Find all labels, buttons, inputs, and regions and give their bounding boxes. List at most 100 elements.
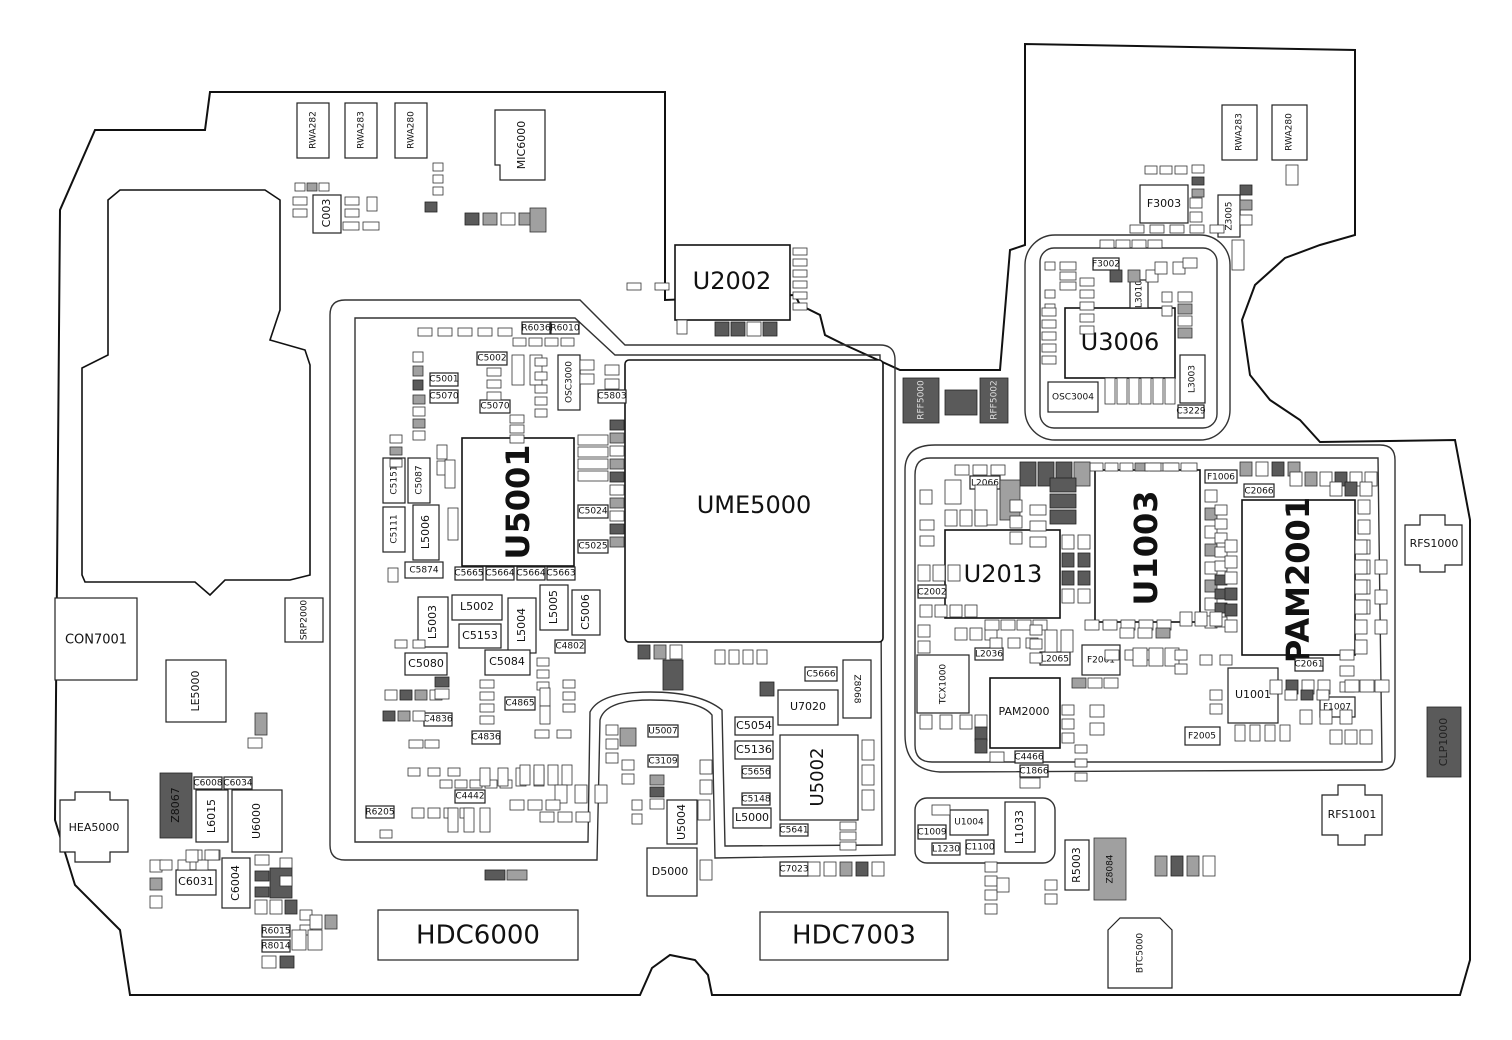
smd-part [1116, 377, 1128, 405]
smd-part [408, 739, 424, 749]
c5664-label: C5664 [485, 569, 514, 579]
smd-part [519, 764, 531, 786]
f3003 [1139, 184, 1189, 224]
smd-part [447, 507, 459, 541]
smd-part [619, 727, 637, 747]
smd-part [536, 657, 550, 667]
smd-part [984, 619, 1000, 631]
c2066 [1243, 483, 1275, 498]
f3002 [1092, 257, 1120, 271]
smd-part [1144, 462, 1162, 472]
smd-part [412, 710, 426, 722]
smd-part [807, 861, 821, 877]
smd-part [284, 899, 298, 915]
smd-part [699, 859, 713, 881]
smd-part [497, 327, 513, 337]
u7020-label: U7020 [790, 700, 826, 713]
smd-part [1374, 679, 1390, 693]
smd-part [1264, 724, 1276, 742]
rff5002 [979, 377, 1009, 424]
smd-part [1319, 709, 1333, 725]
smd-part [1224, 539, 1238, 553]
smd-part [1186, 855, 1200, 877]
smd-part [509, 414, 525, 424]
smd-part [324, 914, 338, 930]
rwa283-right [1221, 104, 1258, 161]
smd-part [534, 729, 550, 739]
smd-part [974, 738, 988, 754]
smd-part [577, 470, 609, 482]
smd-part [1224, 587, 1238, 601]
c6008-label: C6008 [193, 779, 222, 789]
smd-part [861, 764, 875, 786]
smd-part [185, 849, 199, 863]
smd-part [486, 367, 502, 377]
smd-part [984, 875, 998, 887]
c2061 [1294, 657, 1324, 672]
smd-part [306, 182, 318, 192]
smd-part [1177, 303, 1193, 315]
r6010 [550, 321, 580, 335]
smd-part [539, 811, 555, 823]
smd-part [1284, 689, 1298, 701]
smd-part [577, 458, 609, 470]
smd-part [509, 799, 525, 811]
smd-part [1059, 271, 1077, 281]
smd-part [1177, 327, 1193, 339]
c4865-label: C4865 [505, 699, 534, 709]
smd-part [1019, 461, 1037, 487]
c5663a [516, 566, 546, 581]
c5656-label: C5656 [741, 768, 770, 778]
c5070-label: C5070 [429, 392, 458, 402]
smd-part [1354, 559, 1368, 575]
u1001 [1227, 667, 1279, 724]
smd-part [414, 689, 428, 701]
smd-part [609, 419, 625, 431]
c2002-label: C2002 [917, 588, 946, 598]
smd-part [382, 710, 396, 722]
smd-part [279, 875, 293, 887]
smd-part [1161, 305, 1173, 317]
smd-part [1269, 679, 1283, 695]
le5000 [165, 659, 227, 723]
smd-part [464, 212, 480, 226]
rwa280-right-label: RWA280 [1285, 113, 1295, 151]
smd-part [792, 269, 808, 278]
c1866 [1019, 764, 1049, 778]
smd-part [149, 877, 163, 891]
smd-part [1104, 377, 1116, 405]
smd-part [1059, 261, 1077, 271]
c5151-label: C5151 [390, 465, 400, 494]
smd-part [1061, 704, 1075, 716]
smd-part [511, 354, 525, 386]
u5007 [647, 724, 679, 738]
smd-part [1374, 559, 1388, 575]
smd-part [605, 738, 619, 750]
smd-part [1049, 493, 1077, 509]
smd-part [1073, 461, 1091, 487]
smd-part [1339, 649, 1355, 661]
l1033-label: L1033 [1013, 810, 1026, 844]
smd-part [1099, 239, 1115, 249]
smd-part [479, 703, 495, 713]
smd-part [1354, 579, 1368, 595]
c5006 [571, 589, 601, 636]
smd-part [432, 174, 444, 184]
smd-part [1128, 377, 1140, 405]
smd-part [556, 729, 572, 739]
r6010-label: R6010 [550, 324, 579, 334]
c5025-label: C5025 [578, 542, 607, 552]
smd-part [577, 446, 609, 458]
smd-part [1289, 471, 1303, 487]
smd-part [399, 689, 413, 701]
smd-part [839, 821, 857, 831]
smd-part [1079, 313, 1095, 323]
smd-part [676, 319, 688, 335]
smd-part [1316, 689, 1330, 701]
rwa283-right-label: RWA283 [1235, 113, 1245, 151]
c5663-label: C5663 [546, 569, 575, 579]
smd-part [1044, 289, 1056, 299]
smd-part [1104, 462, 1119, 472]
smd-part [762, 321, 778, 337]
c003-label: C003 [320, 199, 333, 228]
